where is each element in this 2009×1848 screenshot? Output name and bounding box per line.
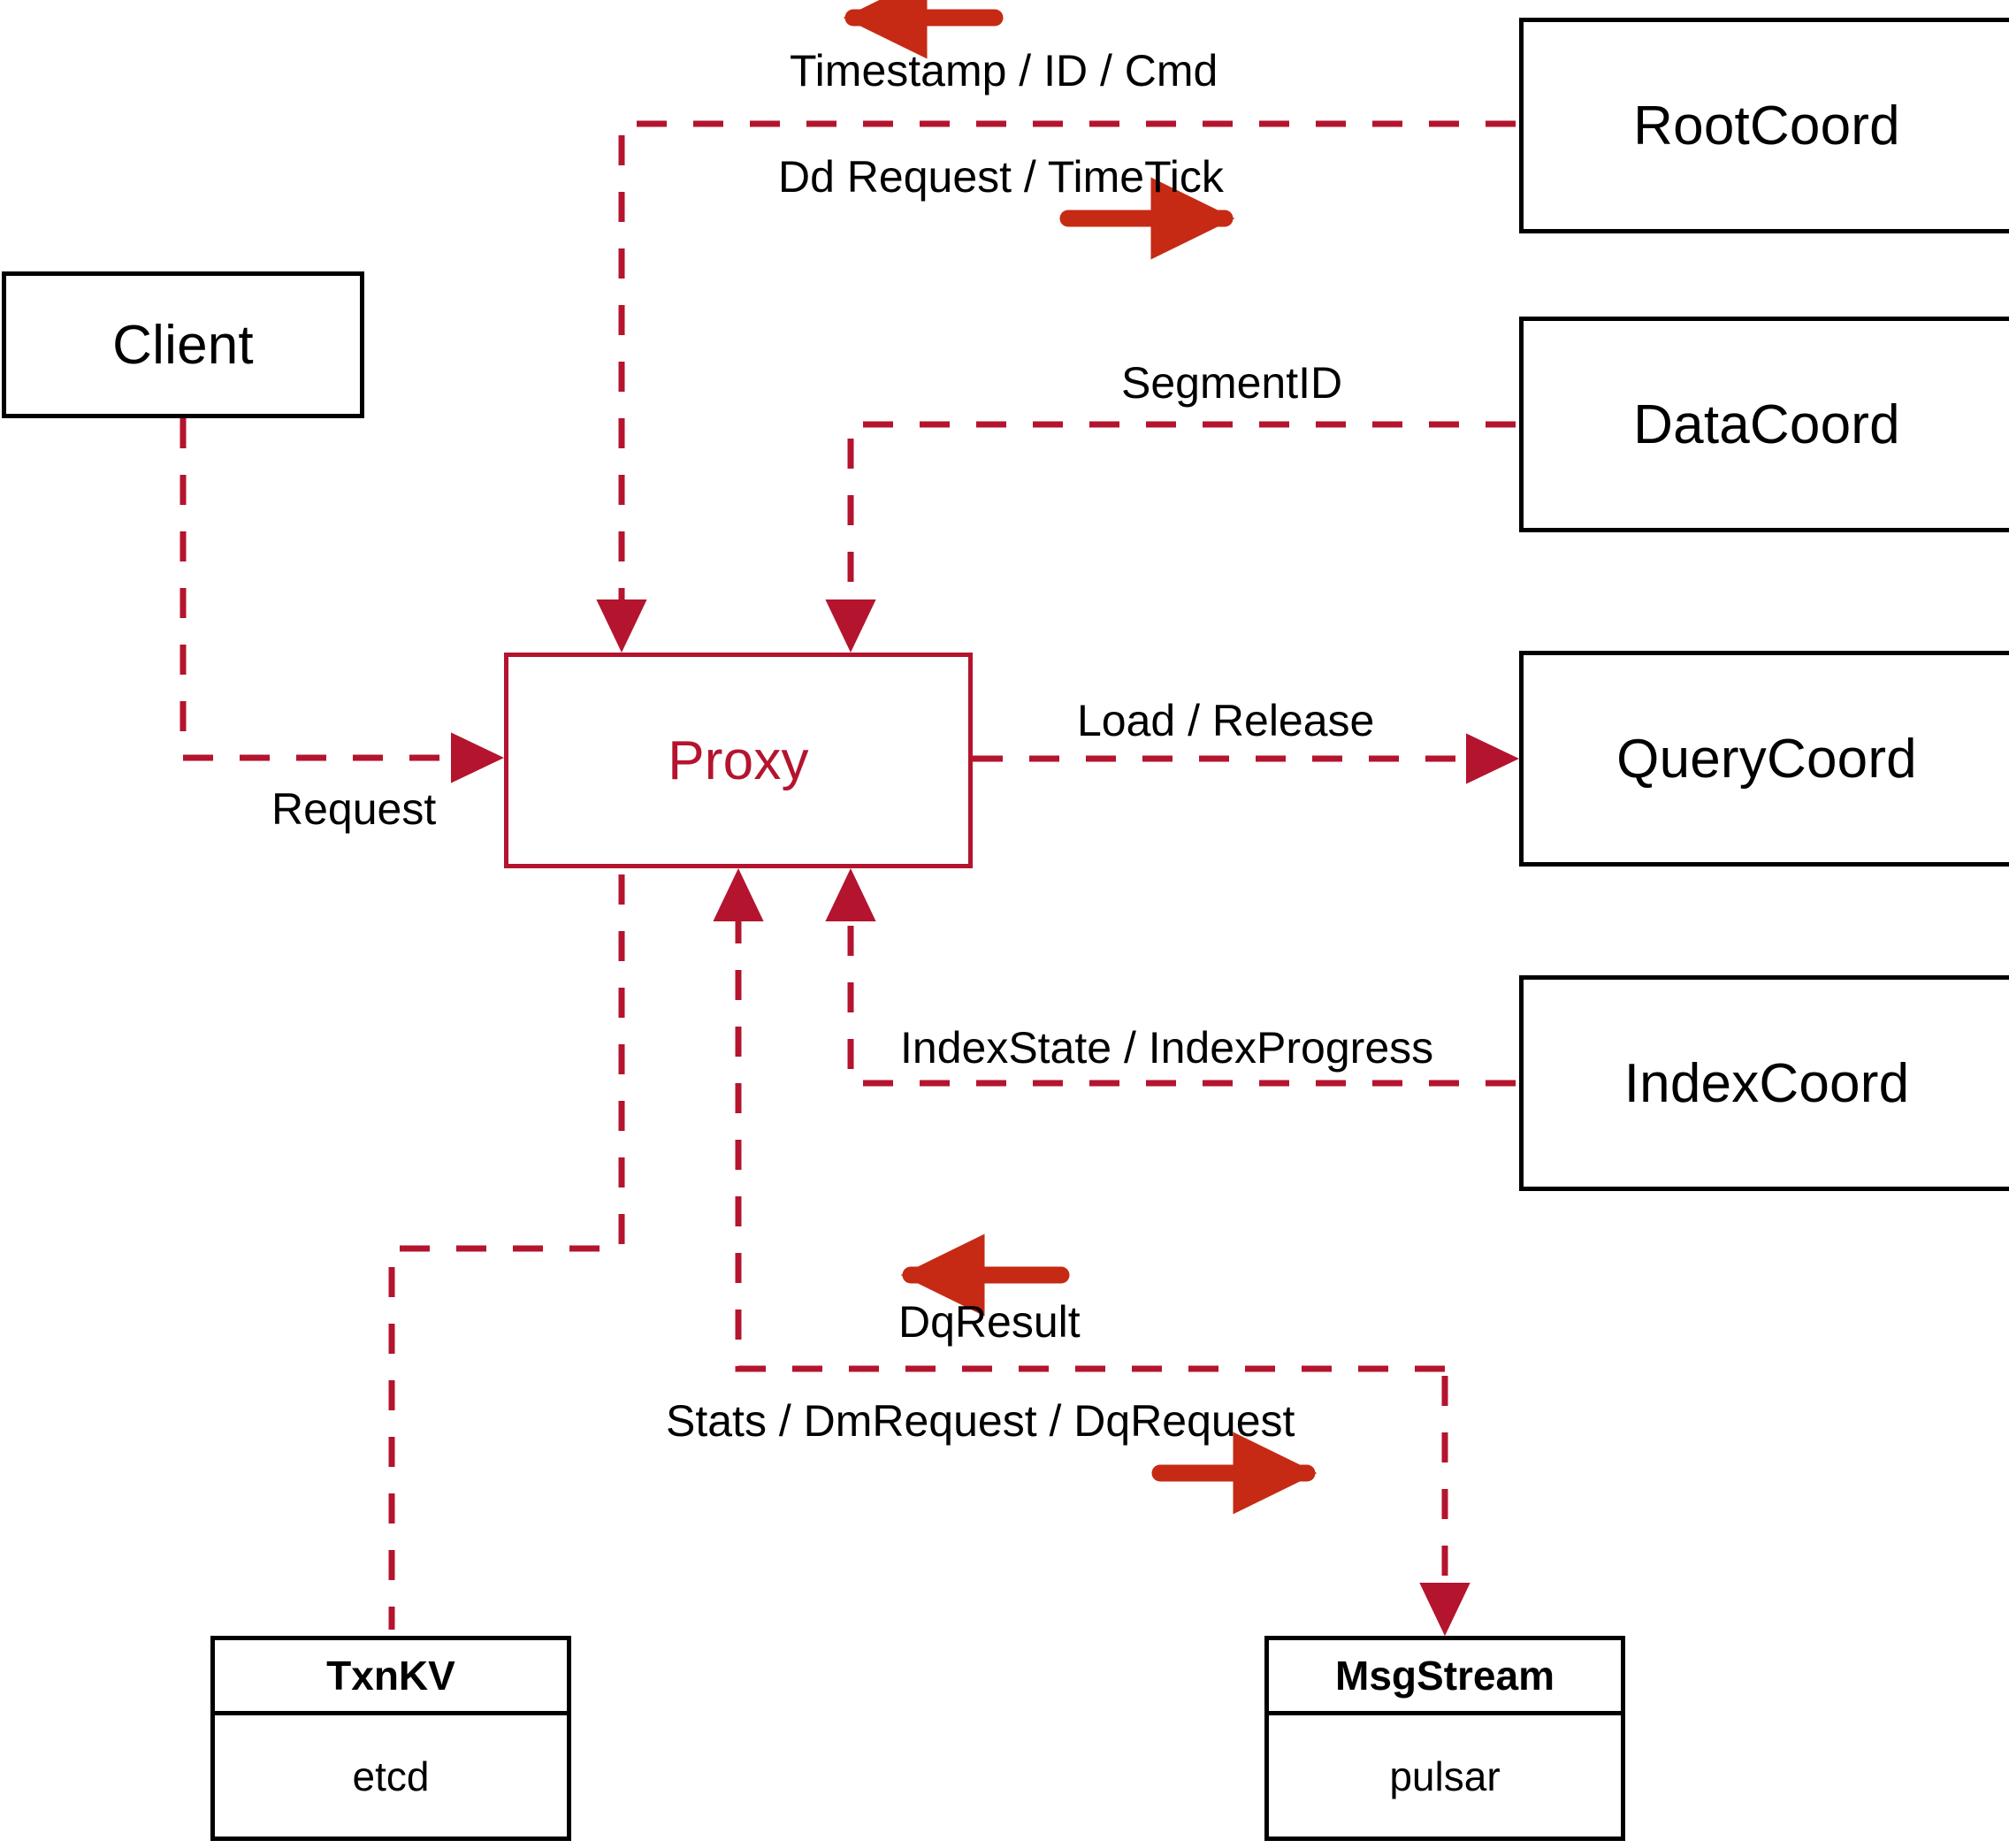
node-txnkv[interactable]: TxnKV etcd [210,1636,571,1841]
edge-label-timestamp-id-cmd: Timestamp / ID / Cmd [790,46,1218,95]
node-datacoord[interactable]: DataCoord [1519,317,2009,532]
node-txnkv-body: etcd [215,1715,567,1837]
node-proxy[interactable]: Proxy [504,653,973,868]
node-datacoord-label: DataCoord [1633,393,1900,455]
edge-label-dd-request-timetick: Dd Request / TimeTick [778,152,1224,202]
node-msgstream-body: pulsar [1269,1715,1621,1837]
edge-proxy-to-txnkv [388,874,625,1630]
node-txnkv-impl: etcd [352,1753,430,1799]
node-msgstream[interactable]: MsgStream pulsar [1264,1636,1625,1841]
edge-datacoord-to-proxy [825,421,1516,653]
edge-label-stats-dmrequest-dqrequest: Stats / DmRequest / DqRequest [666,1396,1295,1446]
node-txnkv-header: TxnKV [215,1640,567,1715]
edge-label-dqresult: DqResult [898,1297,1081,1347]
edge-label-indexstate-indexprogress: IndexState / IndexProgress [900,1023,1434,1073]
node-indexcoord[interactable]: IndexCoord [1519,975,2009,1191]
node-querycoord[interactable]: QueryCoord [1519,651,2009,867]
node-msgstream-impl: pulsar [1389,1753,1501,1799]
edge-proxy-to-msgstream [1419,1582,1470,1637]
node-rootcoord-label: RootCoord [1633,95,1900,157]
edge-rootcoord-to-proxy [596,120,1516,653]
node-msgstream-title: MsgStream [1335,1653,1554,1699]
node-querycoord-label: QueryCoord [1616,728,1917,790]
node-txnkv-title: TxnKV [326,1653,455,1699]
node-proxy-label: Proxy [668,729,809,791]
edge-msgstream-to-proxy [713,867,1445,1372]
node-indexcoord-label: IndexCoord [1623,1052,1910,1114]
edge-client-to-proxy [180,418,505,783]
node-client-label: Client [112,314,254,376]
edge-label-load-release: Load / Release [1077,696,1375,745]
node-msgstream-header: MsgStream [1269,1640,1621,1715]
node-rootcoord[interactable]: RootCoord [1519,18,2009,233]
edge-label-segmentid: SegmentID [1121,358,1343,408]
edge-label-request: Request [271,784,437,834]
edge-indexcoord-to-proxy [825,867,1516,1087]
node-client[interactable]: Client [2,271,364,418]
